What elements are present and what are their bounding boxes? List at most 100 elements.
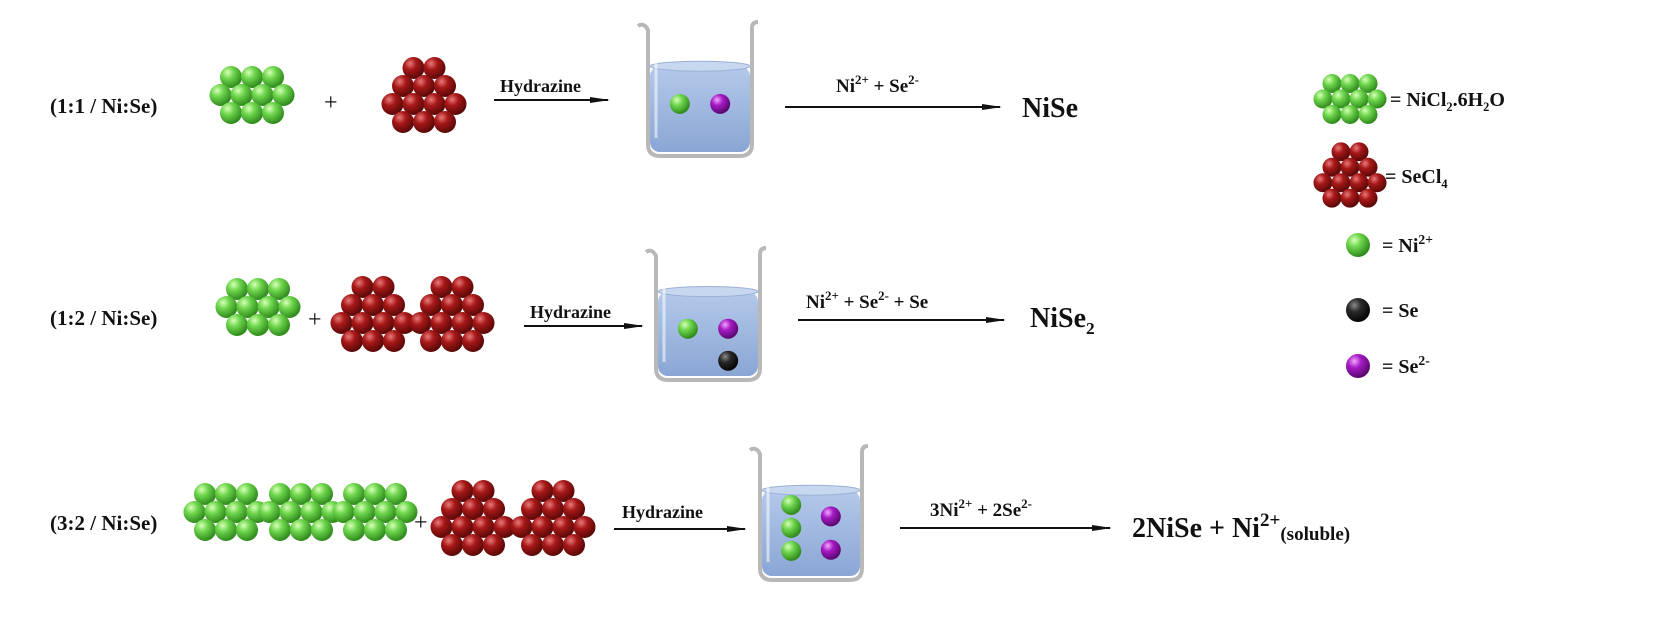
reagent-label: Hydrazine — [500, 76, 581, 96]
nickel-chloride-sphere — [247, 278, 269, 300]
selenium-chloride-sphere — [330, 312, 353, 334]
ion-equation: Ni2+ + Se2- — [836, 72, 919, 97]
nickel-chloride-sphere — [230, 84, 253, 106]
selenium-chloride-cluster-icon — [1313, 142, 1387, 208]
selenium-chloride-sphere — [1340, 157, 1360, 177]
nickel-chloride-sphere — [1322, 105, 1342, 124]
legend-label: = SeCl4 — [1385, 166, 1448, 191]
nickel-chloride-cluster-icon — [209, 66, 295, 124]
water-surface — [657, 286, 759, 298]
nickel-chloride-sphere — [226, 314, 248, 336]
selenium-chloride-sphere — [563, 534, 585, 556]
selenium-chloride-sphere — [381, 93, 404, 115]
selenium-chloride-sphere — [392, 111, 414, 133]
nickel-chloride-cluster-icon — [215, 278, 301, 336]
nickel-chloride-sphere — [1349, 89, 1369, 109]
selenium-chloride-sphere — [441, 330, 463, 352]
selenium-atom-icon — [1346, 298, 1370, 322]
nickel-chloride-cluster-icon — [258, 483, 344, 541]
selenium-chloride-sphere — [393, 312, 416, 334]
nickel-chloride-sphere — [364, 483, 386, 505]
selenium-chloride-sphere — [1340, 188, 1360, 208]
beaker-glass — [644, 246, 767, 382]
selenium-chloride-sphere — [462, 330, 484, 352]
nickel-ion-icon — [1346, 233, 1370, 257]
reaction-row-3: (3:2 / Ni:Se) + Hydrazine 3Ni2+ + 2Se2- … — [50, 444, 1350, 582]
selenium-chloride-sphere — [383, 330, 405, 352]
selenium-chloride-sphere — [451, 480, 474, 502]
nickel-ion-icon — [677, 318, 698, 339]
nickel-chloride-sphere — [258, 501, 281, 523]
selenium-chloride-sphere — [472, 312, 495, 334]
selenium-chloride-sphere — [423, 57, 446, 79]
nickel-chloride-sphere — [215, 296, 238, 318]
selenium-chloride-sphere — [451, 516, 474, 538]
selenium-chloride-cluster-icon — [430, 480, 516, 556]
reagent-label: Hydrazine — [622, 502, 703, 522]
ratio-label: (3:2 / Ni:Se) — [50, 511, 157, 535]
selenium-chloride-sphere — [444, 93, 467, 115]
selenium-chloride-sphere — [1367, 173, 1387, 193]
selenium-chloride-sphere — [362, 294, 384, 316]
selenium-chloride-sphere — [1349, 142, 1369, 162]
nickel-chloride-sphere — [278, 296, 301, 318]
nickel-chloride-sphere — [343, 483, 365, 505]
legend-item-secl4: = SeCl4 — [1313, 142, 1448, 208]
legend-item-ni-ion: = Ni2+ — [1346, 232, 1433, 257]
selenium-chloride-sphere — [1322, 157, 1342, 177]
ratio-label: (1:2 / Ni:Se) — [50, 306, 157, 330]
selenium-chloride-sphere — [1331, 142, 1351, 162]
nickel-ion-icon — [781, 494, 802, 515]
selenium-chloride-sphere — [402, 57, 425, 79]
legend-label: = NiCl2.6H2O — [1390, 89, 1505, 114]
selenium-chloride-cluster-icon — [409, 276, 495, 352]
ion-equation: 3Ni2+ + 2Se2- — [930, 496, 1032, 521]
selenium-chloride-sphere — [372, 312, 395, 334]
selenium-chloride-sphere — [362, 330, 384, 352]
nickel-chloride-sphere — [1358, 105, 1378, 124]
nickel-chloride-sphere — [262, 102, 284, 124]
selenium-chloride-sphere — [472, 516, 495, 538]
selenium-chloride-sphere — [521, 534, 543, 556]
selenium-chloride-sphere — [413, 111, 435, 133]
legend-item-se: = Se — [1346, 298, 1419, 322]
nickel-chloride-sphere — [1331, 89, 1351, 109]
selenium-chloride-sphere — [521, 498, 543, 520]
selenium-chloride-sphere — [1322, 188, 1342, 208]
product-formula: NiSe — [1022, 93, 1078, 124]
reaction-row-1: (1:1 / Ni:Se) + Hydrazine Ni2+ + Se2- Ni… — [50, 20, 1078, 158]
reaction-row-2: (1:2 / Ni:Se) + Hydrazine Ni2+ + Se2- + … — [50, 246, 1095, 382]
nickel-chloride-sphere — [194, 483, 216, 505]
nickel-chloride-sphere — [204, 501, 227, 523]
selenium-chloride-sphere — [1331, 173, 1351, 193]
selenide-ion-icon — [1346, 354, 1370, 378]
plus-sign: + — [324, 90, 338, 116]
selenium-chloride-sphere — [430, 516, 453, 538]
nickel-chloride-sphere — [247, 314, 269, 336]
nickel-chloride-sphere — [236, 519, 258, 541]
selenium-chloride-sphere — [351, 276, 374, 298]
nickel-chloride-sphere — [236, 296, 259, 318]
selenium-chloride-sphere — [383, 294, 405, 316]
selenium-chloride-sphere — [552, 480, 575, 502]
selenium-chloride-sphere — [573, 516, 596, 538]
beaker-water — [650, 66, 750, 152]
selenium-chloride-sphere — [351, 312, 374, 334]
selenium-chloride-sphere — [542, 534, 564, 556]
nickel-chloride-sphere — [1340, 74, 1360, 93]
nickel-chloride-sphere — [353, 501, 376, 523]
legend: = NiCl2.6H2O = SeCl4 = Ni2+ = Se = Se2- — [1313, 74, 1505, 378]
plus-sign: + — [308, 307, 322, 333]
nickel-chloride-cluster-icon — [1313, 74, 1387, 124]
legend-item-nicl2: = NiCl2.6H2O — [1313, 74, 1505, 124]
nickel-chloride-cluster-icon — [183, 483, 269, 541]
selenium-chloride-sphere — [510, 516, 533, 538]
nickel-chloride-sphere — [279, 501, 302, 523]
selenium-chloride-sphere — [1358, 157, 1378, 177]
selenium-chloride-cluster-icon — [330, 276, 416, 352]
nickel-chloride-sphere — [1340, 105, 1360, 124]
selenide-ion-icon — [820, 539, 841, 560]
beaker-glass — [748, 444, 869, 582]
nickel-chloride-cluster-icon — [332, 483, 418, 541]
